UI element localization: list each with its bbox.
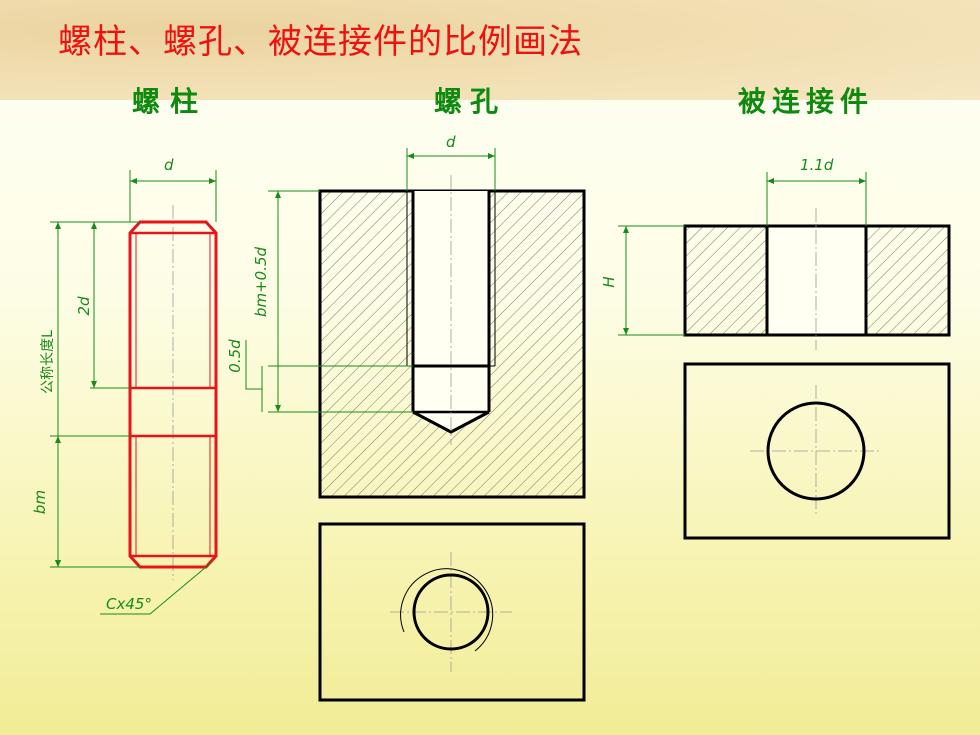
stud-bm-dimension — [50, 435, 130, 567]
hole-drawing: d bm+0.5d 0.5d — [226, 133, 586, 702]
hole-top-thread-arc — [400, 568, 494, 652]
stud-chamfer-label: Cx45° — [106, 595, 152, 613]
stud-2d-dimension — [90, 222, 130, 389]
hole-d-label: d — [446, 133, 456, 151]
stud-length-label: 公称长度L — [40, 330, 56, 394]
stud-2d-label: 2d — [75, 296, 93, 316]
section-title-hole: 螺孔 — [434, 85, 507, 118]
part-drawing: 1.1d H — [600, 156, 951, 540]
stud-d-label: d — [164, 156, 174, 174]
hole-top-view — [318, 522, 586, 702]
part-width-dimension — [766, 172, 867, 226]
stud-length-dimension — [50, 221, 140, 568]
part-clearance-hole — [765, 224, 868, 337]
part-H-dimension — [618, 225, 685, 336]
page-title: 螺柱、螺孔、被连接件的比例画法 — [58, 22, 583, 62]
section-title-part: 被连接件 — [738, 85, 875, 118]
part-top-hole-circle — [766, 401, 866, 501]
hole-d-dimension — [406, 148, 496, 191]
stud-d-dimension — [129, 170, 217, 222]
part-H-label: H — [600, 276, 618, 287]
hole-extra-label: 0.5d — [226, 339, 244, 373]
hole-top-minor-circle — [412, 573, 490, 651]
stud-bm-label: bm — [31, 490, 49, 514]
section-title-stud: 螺柱 — [132, 85, 209, 118]
part-width-label: 1.1d — [800, 156, 834, 174]
header-band — [0, 0, 980, 100]
hole-extra-dimension — [245, 340, 263, 412]
stud-chamfer-leader — [100, 561, 213, 615]
stud-drawing: d 公称长度L 2d bm Cx45° — [31, 156, 218, 615]
hole-drill-point — [412, 410, 490, 434]
part-top-view — [683, 362, 951, 540]
hole-depth-dimension — [268, 190, 413, 413]
hole-depth-label: bm+0.5d — [252, 246, 270, 317]
